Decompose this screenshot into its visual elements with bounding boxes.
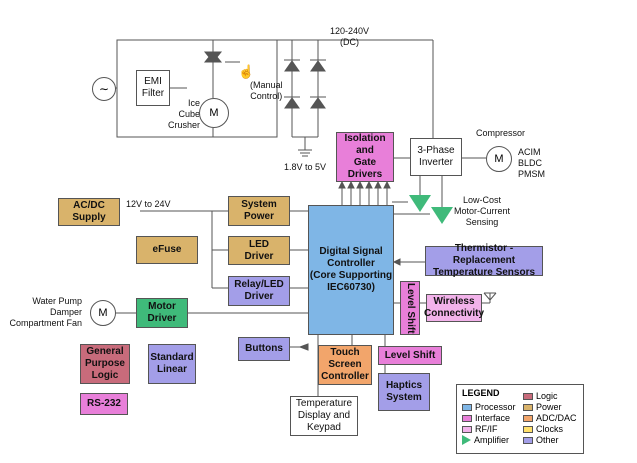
legend-swatch-processor bbox=[462, 403, 472, 411]
legend-label-clocks: Clocks bbox=[536, 424, 564, 434]
supply-voltage-label: 12V to 24V bbox=[126, 199, 171, 209]
rs-232: RS-232 bbox=[80, 393, 128, 415]
level-shift: Level Shift bbox=[378, 346, 442, 365]
legend: LEGEND Processor Interface RF/IF Amplifi… bbox=[456, 384, 584, 454]
current-sensing-label: Low-Cost Motor-Current Sensing bbox=[454, 195, 511, 227]
wireless-connectivity: Wireless Connectivity bbox=[424, 294, 484, 322]
legend-item-logic: Logic bbox=[523, 391, 558, 401]
legend-item-rfif: RF/IF bbox=[462, 424, 498, 434]
legend-item-other: Other bbox=[523, 435, 559, 445]
current-sense-amp-icon-2 bbox=[431, 207, 453, 224]
legend-swatch-logic bbox=[523, 392, 533, 400]
temperature-display-keypad: Temperature Display and Keypad bbox=[290, 396, 358, 436]
three-phase-inverter: 3-Phase Inverter bbox=[410, 138, 462, 176]
legend-label-rfif: RF/IF bbox=[475, 424, 498, 434]
level-shift-vertical: Level Shift bbox=[400, 281, 420, 335]
legend-label-other: Other bbox=[536, 435, 559, 445]
legend-item-amplifier: Amplifier bbox=[462, 435, 509, 445]
compressor-motor-icon: M bbox=[486, 146, 512, 172]
motor-driver: Motor Driver bbox=[136, 298, 188, 328]
buttons: Buttons bbox=[238, 337, 290, 361]
efuse: eFuse bbox=[136, 236, 198, 264]
level-shift-vertical-label: Level Shift bbox=[405, 282, 416, 334]
legend-label-power: Power bbox=[536, 402, 562, 412]
legend-swatch-interface bbox=[462, 414, 472, 422]
ice-cube-crusher-label: Ice Cube Crusher bbox=[168, 98, 201, 130]
hand-pointer-icon: ☝ bbox=[238, 64, 255, 79]
legend-item-adc-dac: ADC/DAC bbox=[523, 413, 577, 423]
legend-swatch-adc-dac bbox=[523, 414, 533, 422]
water-pump-label: Water Pump Damper Compartment Fan bbox=[9, 296, 82, 328]
legend-item-interface: Interface bbox=[462, 413, 510, 423]
emi-filter: EMI Filter bbox=[136, 70, 170, 106]
voltage-label: 120-240V (DC) bbox=[330, 26, 370, 47]
legend-item-clocks: Clocks bbox=[523, 424, 563, 434]
legend-label-logic: Logic bbox=[536, 391, 558, 401]
motor-types-label: ACIM BLDC PMSM bbox=[518, 147, 545, 179]
system-power: System Power bbox=[228, 196, 290, 226]
current-sense-amp-icon-1 bbox=[409, 195, 431, 212]
haptics-system: Haptics System bbox=[378, 373, 430, 411]
legend-swatch-rfif bbox=[462, 425, 472, 433]
digital-signal-controller: Digital Signal Controller (Core Supporti… bbox=[308, 205, 394, 335]
legend-label-interface: Interface bbox=[475, 413, 511, 423]
compressor-label: Compressor bbox=[476, 128, 526, 138]
general-purpose-logic: General Purpose Logic bbox=[80, 344, 130, 384]
ac-dc-supply: AC/DC Supply bbox=[58, 198, 120, 226]
legend-item-processor: Processor bbox=[462, 402, 516, 412]
legend-item-power: Power bbox=[523, 402, 562, 412]
legend-label-processor: Processor bbox=[475, 402, 516, 412]
isolation-gate-drivers: Isolation and Gate Drivers bbox=[336, 132, 394, 182]
pump-motor-icon: M bbox=[90, 300, 116, 326]
relay-led-driver: Relay/LED Driver bbox=[228, 276, 290, 306]
led-driver: LED Driver bbox=[228, 236, 290, 265]
ac-source-icon: ∼ bbox=[92, 77, 116, 101]
manual-control-label: (Manual Control) bbox=[250, 80, 283, 101]
legend-title: LEGEND bbox=[462, 388, 500, 398]
legend-swatch-other bbox=[523, 436, 533, 444]
thermistor-sensors: Thermistor - Replacement Temperature Sen… bbox=[425, 243, 543, 278]
legend-label-amplifier: Amplifier bbox=[474, 435, 510, 445]
touch-screen-controller: Touch Screen Controller bbox=[318, 345, 372, 385]
low-voltage-label: 1.8V to 5V bbox=[284, 162, 327, 172]
crusher-motor-icon: M bbox=[199, 98, 229, 128]
legend-swatch-power bbox=[523, 403, 533, 411]
legend-swatch-clocks bbox=[523, 425, 533, 433]
legend-label-adc-dac: ADC/DAC bbox=[536, 413, 577, 423]
legend-swatch-amplifier bbox=[462, 435, 471, 445]
standard-linear: Standard Linear bbox=[148, 344, 196, 384]
